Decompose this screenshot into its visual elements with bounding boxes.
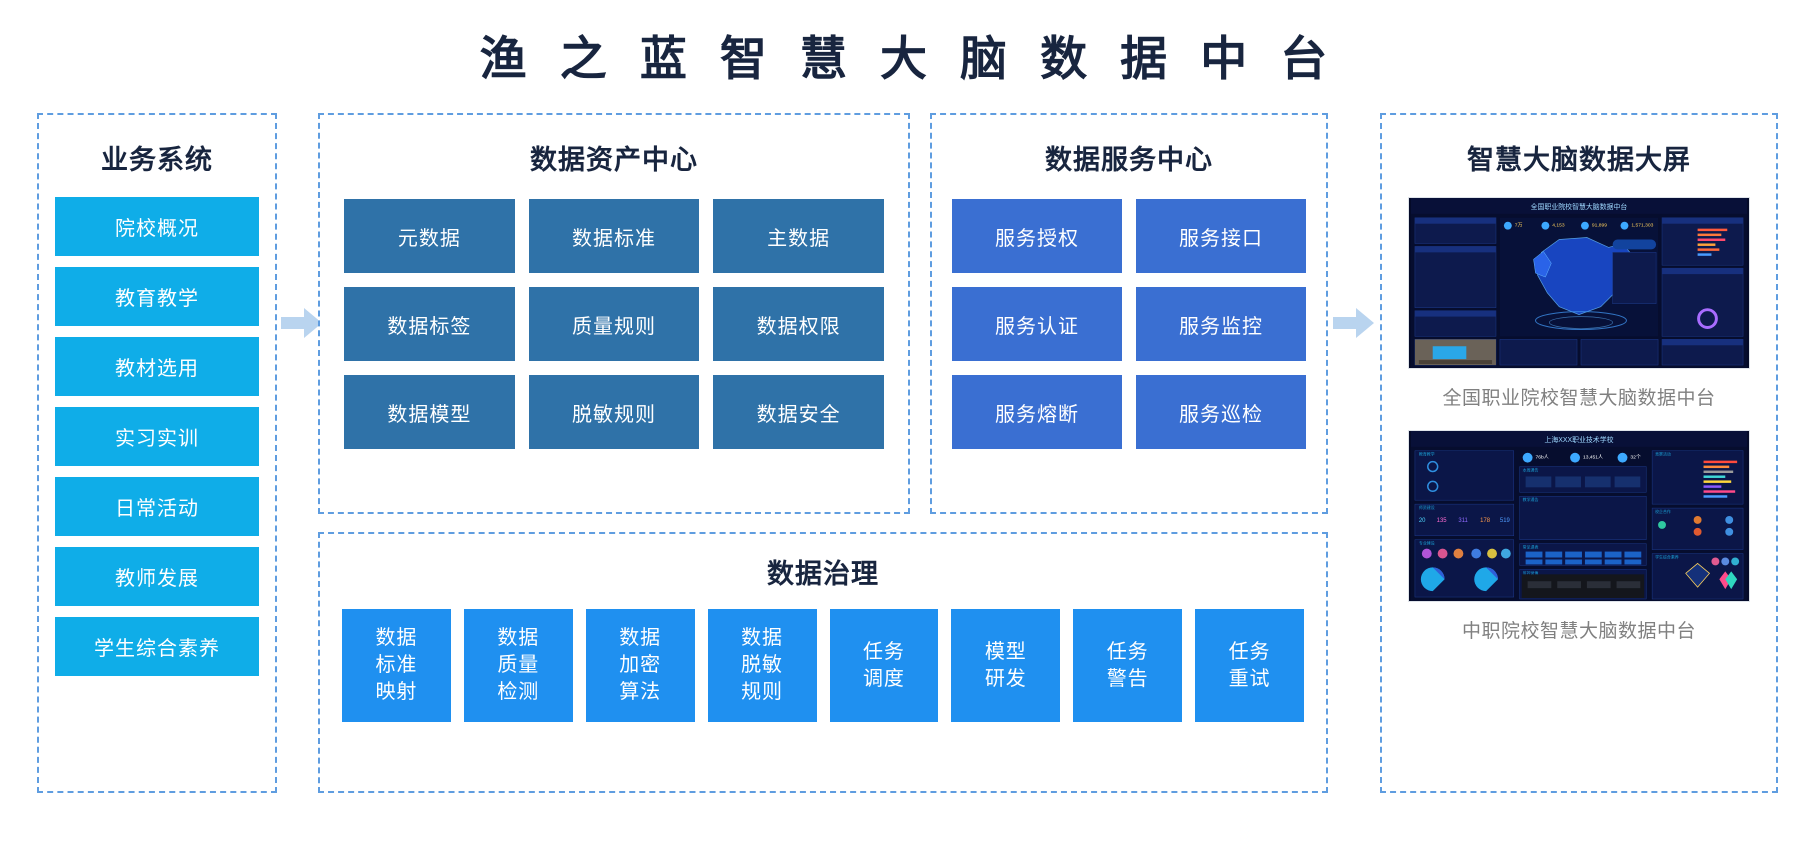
asset-item-4[interactable]: 质量规则 [528, 287, 700, 361]
panel-smart-brain-dashboard: 智慧大脑数据大屏 全国职业院校智慧大脑数据中台 [1380, 113, 1778, 793]
dashboard-caption-1: 中职院校智慧大脑数据中台 [1461, 621, 1696, 642]
flow-arrow-right-icon-2 [1333, 308, 1374, 338]
diagram-board: 业务系统 院校概况 教育教学 教材选用 实习实训 日常活动 教师发展 学生综合素… [0, 113, 1807, 793]
business-item-1[interactable]: 教育教学 [55, 267, 259, 326]
svg-text:常见课表: 常见课表 [1523, 545, 1539, 550]
governance-item-6[interactable]: 任务 警告 [1073, 609, 1183, 722]
panel-business-systems-title: 业务系统 [101, 145, 213, 175]
governance-item-5[interactable]: 模型 研发 [951, 609, 1061, 722]
svg-text:4,153: 4,153 [1552, 223, 1565, 229]
svg-text:竞赛活动: 竞赛活动 [1655, 452, 1671, 457]
asset-item-5[interactable]: 数据权限 [713, 287, 884, 361]
panel-data-governance-title: 数据治理 [767, 559, 879, 589]
business-systems-list: 院校概况 教育教学 教材选用 实习实训 日常活动 教师发展 学生综合素养 [39, 197, 275, 676]
svg-text:教育教学: 教育教学 [1419, 452, 1435, 457]
service-item-0[interactable]: 服务授权 [952, 199, 1122, 273]
governance-item-7-line1: 任务 [1228, 640, 1271, 663]
secondary-vocational-dashboard-thumbnail[interactable]: 上海XXX职业技术学校 教育教学师资建设专业建设 20 135 [1408, 430, 1750, 602]
governance-item-7[interactable]: 任务 重试 [1195, 609, 1304, 722]
svg-text:20: 20 [1419, 518, 1426, 524]
asset-item-7[interactable]: 脱敏规则 [528, 375, 700, 449]
page-title: 渔 之 蓝 智 慧 大 脑 数 据 中 台 [479, 32, 1338, 85]
panel-data-service-center: 数据服务中心 服务授权 服务接口 服务认证 服务监控 服务熔断 服务巡检 [930, 113, 1328, 514]
data-service-grid: 服务授权 服务接口 服务认证 服务监控 服务熔断 服务巡检 [932, 199, 1326, 449]
governance-item-5-line2: 研发 [984, 667, 1027, 690]
svg-text:专业建设: 专业建设 [1419, 541, 1435, 546]
governance-item-2-line1: 数据 [619, 627, 662, 649]
panel-data-governance: 数据治理 数据 标准 映射 数据 质量 检测 数据 加密 算法 数据 脱敏 规则 [318, 532, 1328, 793]
governance-item-0[interactable]: 数据 标准 映射 [342, 609, 451, 722]
governance-item-6-line2: 警告 [1106, 667, 1149, 690]
svg-text:13,451人: 13,451人 [1583, 455, 1603, 461]
service-item-2[interactable]: 服务认证 [952, 287, 1122, 361]
svg-text:校企合作: 校企合作 [1655, 509, 1671, 514]
business-item-0[interactable]: 院校概况 [55, 197, 259, 256]
governance-item-0-line1: 数据 [375, 627, 418, 649]
svg-text:135: 135 [1437, 518, 1448, 524]
governance-item-1-line2: 质量 [497, 654, 540, 676]
governance-item-5-line1: 模型 [984, 640, 1027, 663]
governance-item-2-line2: 加密 [619, 654, 662, 676]
business-item-5[interactable]: 教师发展 [55, 547, 259, 606]
data-asset-grid: 元数据 数据标准 主数据 数据标签 质量规则 数据权限 数据模型 脱敏规则 数据… [320, 199, 908, 449]
governance-item-3-line3: 规则 [741, 681, 784, 703]
service-item-5[interactable]: 服务巡检 [1136, 375, 1306, 449]
svg-text:7万: 7万 [1515, 223, 1523, 229]
dashboard-caption-0: 全国职业院校智慧大脑数据中台 [1442, 388, 1716, 409]
thumb-1-header: 上海XXX职业技术学校 [1544, 435, 1613, 444]
data-governance-row: 数据 标准 映射 数据 质量 检测 数据 加密 算法 数据 脱敏 规则 任务 调 [320, 609, 1326, 722]
thumb-0-header: 全国职业院校智慧大脑数据中台 [1531, 202, 1628, 211]
governance-item-3-line1: 数据 [741, 627, 784, 649]
svg-text:32个: 32个 [1630, 455, 1640, 461]
governance-item-1[interactable]: 数据 质量 检测 [463, 609, 573, 722]
panel-data-service-center-title: 数据服务中心 [1045, 145, 1213, 175]
governance-item-1-line1: 数据 [497, 627, 540, 649]
service-item-1[interactable]: 服务接口 [1136, 199, 1306, 273]
asset-item-8[interactable]: 数据安全 [713, 375, 884, 449]
panel-business-systems: 业务系统 院校概况 教育教学 教材选用 实习实训 日常活动 教师发展 学生综合素… [37, 113, 277, 793]
asset-item-1[interactable]: 数据标准 [528, 199, 700, 273]
svg-text:1,571,303: 1,571,303 [1631, 223, 1653, 229]
asset-item-6[interactable]: 数据模型 [344, 375, 515, 449]
dashboard-block-1: 上海XXX职业技术学校 教育教学师资建设专业建设 20 135 [1382, 430, 1776, 643]
asset-item-3[interactable]: 数据标签 [344, 287, 515, 361]
governance-item-6-line1: 任务 [1106, 640, 1149, 663]
national-vocational-dashboard-thumbnail[interactable]: 全国职业院校智慧大脑数据中台 [1408, 197, 1750, 369]
svg-text:教学通告: 教学通告 [1523, 497, 1539, 502]
svg-text:本周通告: 本周通告 [1523, 468, 1539, 473]
svg-text:178: 178 [1480, 518, 1491, 524]
business-item-6[interactable]: 学生综合素养 [55, 617, 259, 676]
svg-text:76b人: 76b人 [1536, 455, 1549, 461]
svg-text:师资建设: 师资建设 [1419, 505, 1435, 510]
service-item-4[interactable]: 服务熔断 [952, 375, 1122, 449]
governance-item-7-line2: 重试 [1228, 667, 1271, 690]
panel-data-asset-center-title: 数据资产中心 [530, 145, 698, 175]
governance-item-2[interactable]: 数据 加密 算法 [585, 609, 695, 722]
governance-item-3-line2: 脱敏 [741, 654, 784, 676]
svg-text:311: 311 [1458, 518, 1467, 524]
business-item-4[interactable]: 日常活动 [55, 477, 259, 536]
governance-item-4-line2: 调度 [862, 667, 905, 690]
governance-item-2-line3: 算法 [619, 681, 662, 703]
flow-arrow-right-icon-1 [281, 308, 322, 338]
governance-item-0-line2: 标准 [375, 654, 418, 676]
service-item-3[interactable]: 服务监控 [1136, 287, 1306, 361]
panel-smart-brain-dashboard-title: 智慧大脑数据大屏 [1467, 145, 1691, 175]
asset-item-2[interactable]: 主数据 [713, 199, 884, 273]
governance-item-0-line3: 映射 [375, 681, 418, 703]
governance-item-1-line3: 检测 [497, 681, 540, 703]
business-item-2[interactable]: 教材选用 [55, 337, 259, 396]
svg-text:519: 519 [1500, 518, 1511, 524]
governance-item-4[interactable]: 任务 调度 [829, 609, 939, 722]
panel-data-asset-center: 数据资产中心 元数据 数据标准 主数据 数据标签 质量规则 数据权限 数据模型 … [318, 113, 910, 514]
dashboard-block-0: 全国职业院校智慧大脑数据中台 [1382, 197, 1776, 410]
business-item-3[interactable]: 实习实训 [55, 407, 259, 466]
svg-text:91,899: 91,899 [1592, 223, 1607, 229]
svg-text:学生综合素养: 学生综合素养 [1655, 555, 1679, 560]
governance-item-3[interactable]: 数据 脱敏 规则 [707, 609, 817, 722]
asset-item-0[interactable]: 元数据 [344, 199, 515, 273]
governance-item-4-line1: 任务 [862, 640, 905, 663]
svg-text:监控录像: 监控录像 [1523, 570, 1539, 575]
